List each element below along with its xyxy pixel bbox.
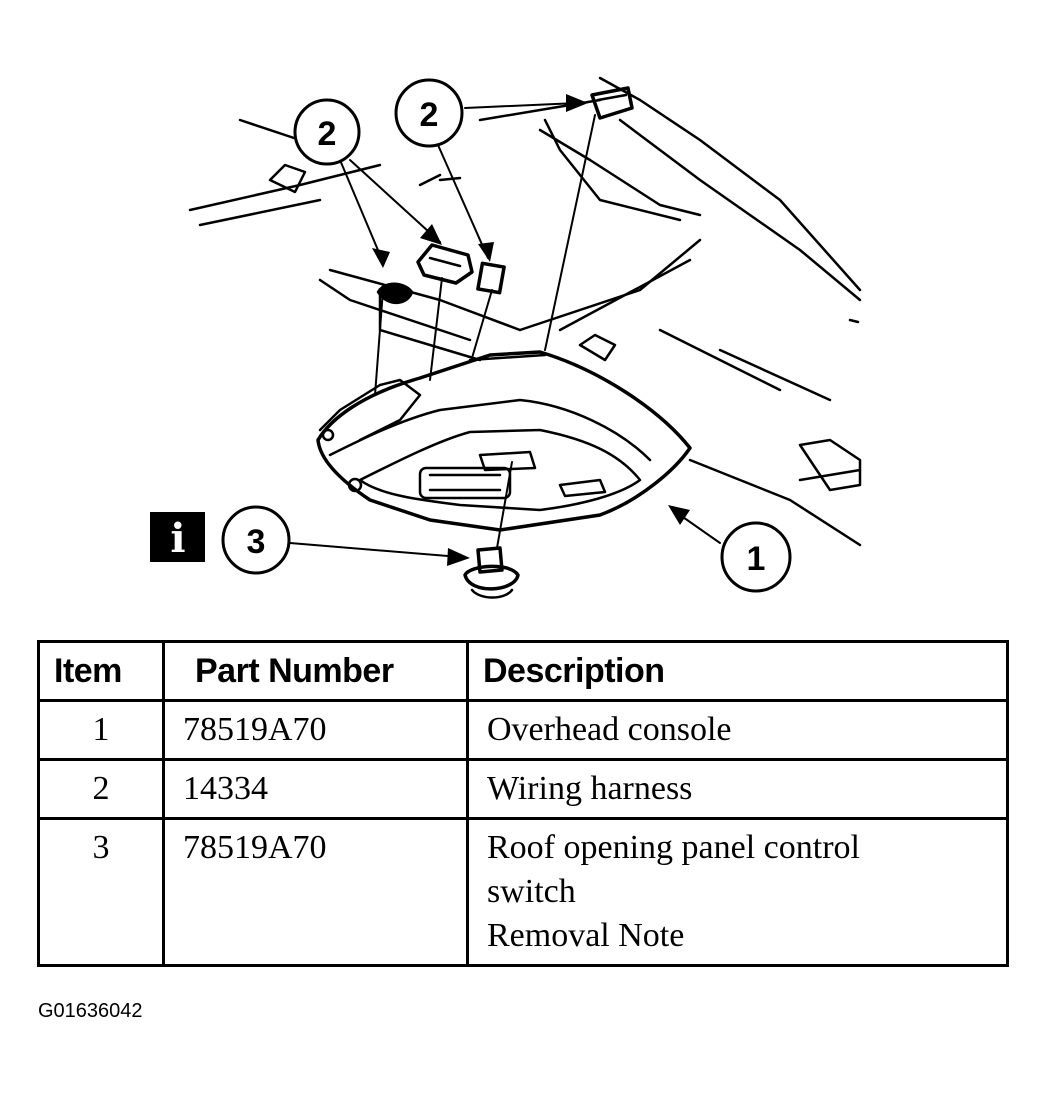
table-row: 2 14334 Wiring harness [37, 758, 1009, 820]
callout-2-left: 2 [293, 98, 361, 166]
header-item: Item [37, 640, 165, 702]
description-cell: Overhead console [466, 699, 1009, 761]
parts-table: Item Part Number Description 1 78519A70 … [37, 640, 1009, 967]
description-line: Wiring harness [487, 770, 693, 807]
svg-text:2: 2 [318, 115, 337, 153]
header-description: Description [466, 640, 1009, 702]
part-number-cell: 14334 [162, 758, 469, 820]
description-line: switch [487, 873, 576, 910]
table-header-row: Item Part Number Description [37, 640, 1009, 702]
leader-lines [289, 102, 721, 558]
description-cell: Wiring harness [466, 758, 1009, 820]
callout-3: 3 [221, 505, 291, 575]
table-row: 1 78519A70 Overhead console [37, 699, 1009, 761]
overhead-console-exploded-view: 2 2 1 3 i [150, 76, 862, 599]
header-part-number: Part Number [162, 640, 469, 702]
item-cell: 1 [37, 699, 165, 761]
part-number-cell: 78519A70 [162, 817, 469, 967]
removal-note-link[interactable]: Removal Note [487, 917, 685, 954]
table-row: 3 78519A70 Roof opening panel control sw… [37, 817, 1009, 967]
item-cell: 3 [37, 817, 165, 967]
svg-text:3: 3 [247, 523, 266, 561]
svg-text:2: 2 [420, 96, 439, 134]
description-line: Roof opening panel control [487, 829, 860, 866]
part-number-cell: 78519A70 [162, 699, 469, 761]
callout-2-right: 2 [394, 78, 464, 148]
svg-text:i: i [170, 515, 185, 562]
description-cell: Roof opening panel control switch Remova… [466, 817, 1009, 967]
roof-headliner [188, 76, 862, 547]
svg-text:1: 1 [747, 540, 766, 578]
figure-id: G01636042 [38, 1000, 143, 1022]
wiring-harness-connectors [376, 86, 634, 305]
callout-1: 1 [720, 521, 792, 593]
info-icon: i [150, 512, 205, 562]
arrowheads [372, 94, 690, 566]
item-cell: 2 [37, 758, 165, 820]
overhead-console [316, 350, 692, 532]
roof-opening-switch [463, 546, 520, 599]
description-line: Overhead console [487, 711, 732, 748]
